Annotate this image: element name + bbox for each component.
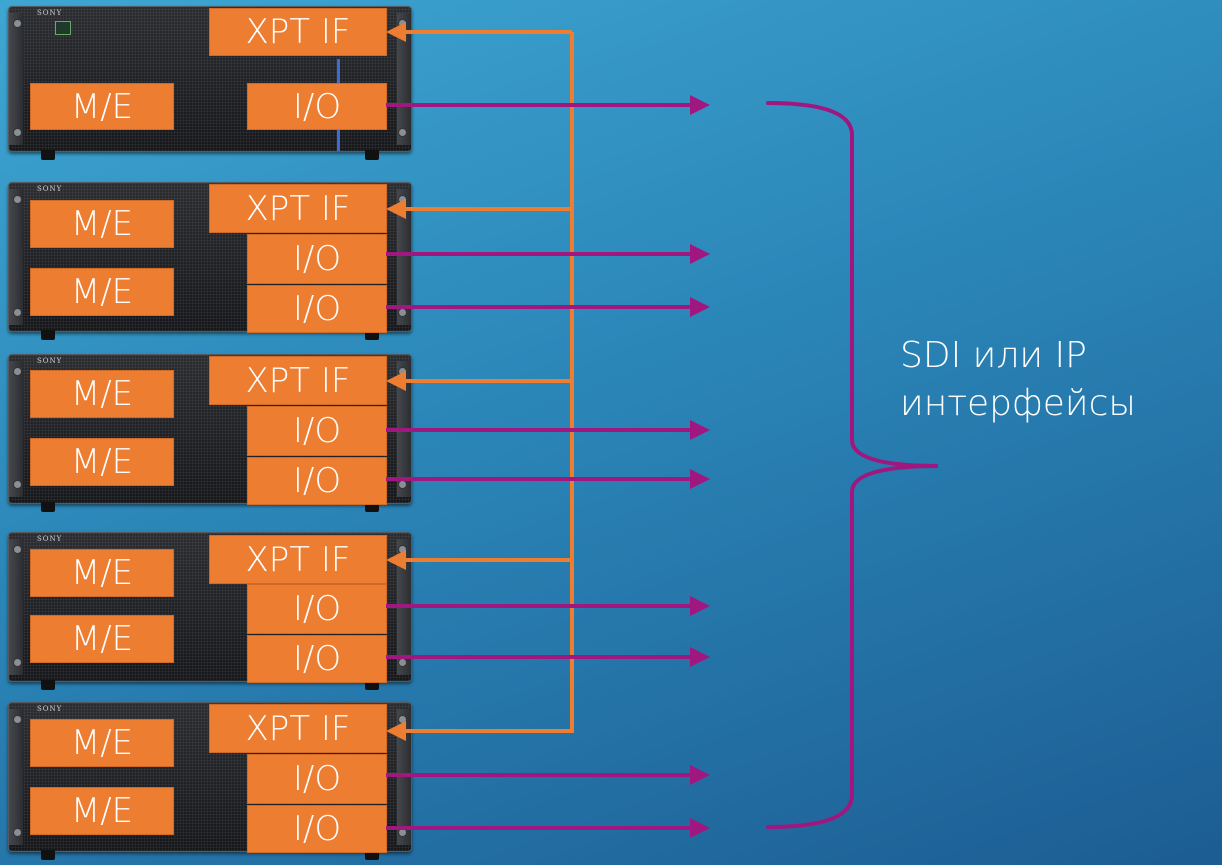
io-block: I/O <box>247 406 387 456</box>
io-block: I/O <box>247 234 387 284</box>
me-block: M/E <box>30 438 174 486</box>
xpt-if-block: XPT IF <box>209 704 387 753</box>
me-block: M/E <box>30 719 174 767</box>
io-block: I/O <box>247 805 387 853</box>
frame-brand: SONY <box>37 185 63 193</box>
io-block: I/O <box>247 285 387 333</box>
me-block: M/E <box>30 268 174 316</box>
grouping-brace <box>766 101 939 829</box>
me-block: M/E <box>30 83 174 130</box>
me-block: M/E <box>30 787 174 835</box>
power-button <box>55 21 71 35</box>
io-block: I/O <box>247 635 387 683</box>
xpt-if-block: XPT IF <box>209 356 387 405</box>
me-block: M/E <box>30 549 174 597</box>
frame-brand: SONY <box>37 535 63 543</box>
io-block: I/O <box>247 584 387 634</box>
xpt-if-block: XPT IF <box>209 8 387 56</box>
me-block: M/E <box>30 615 174 663</box>
xpt-if-block: XPT IF <box>209 535 387 584</box>
me-block: M/E <box>30 200 174 248</box>
xpt-if-block: XPT IF <box>209 184 387 233</box>
frame-brand: SONY <box>37 705 63 713</box>
interfaces-label-line1: SDI или IP <box>900 335 1087 376</box>
frame-brand: SONY <box>37 357 63 365</box>
interfaces-label-line2: интерфейсы <box>900 382 1136 424</box>
me-block: M/E <box>30 370 174 418</box>
io-block: I/O <box>247 83 387 130</box>
io-block: I/O <box>247 754 387 804</box>
interfaces-label: SDI или IP интерфейсы <box>900 332 1136 427</box>
frame-brand: SONY <box>37 9 63 17</box>
